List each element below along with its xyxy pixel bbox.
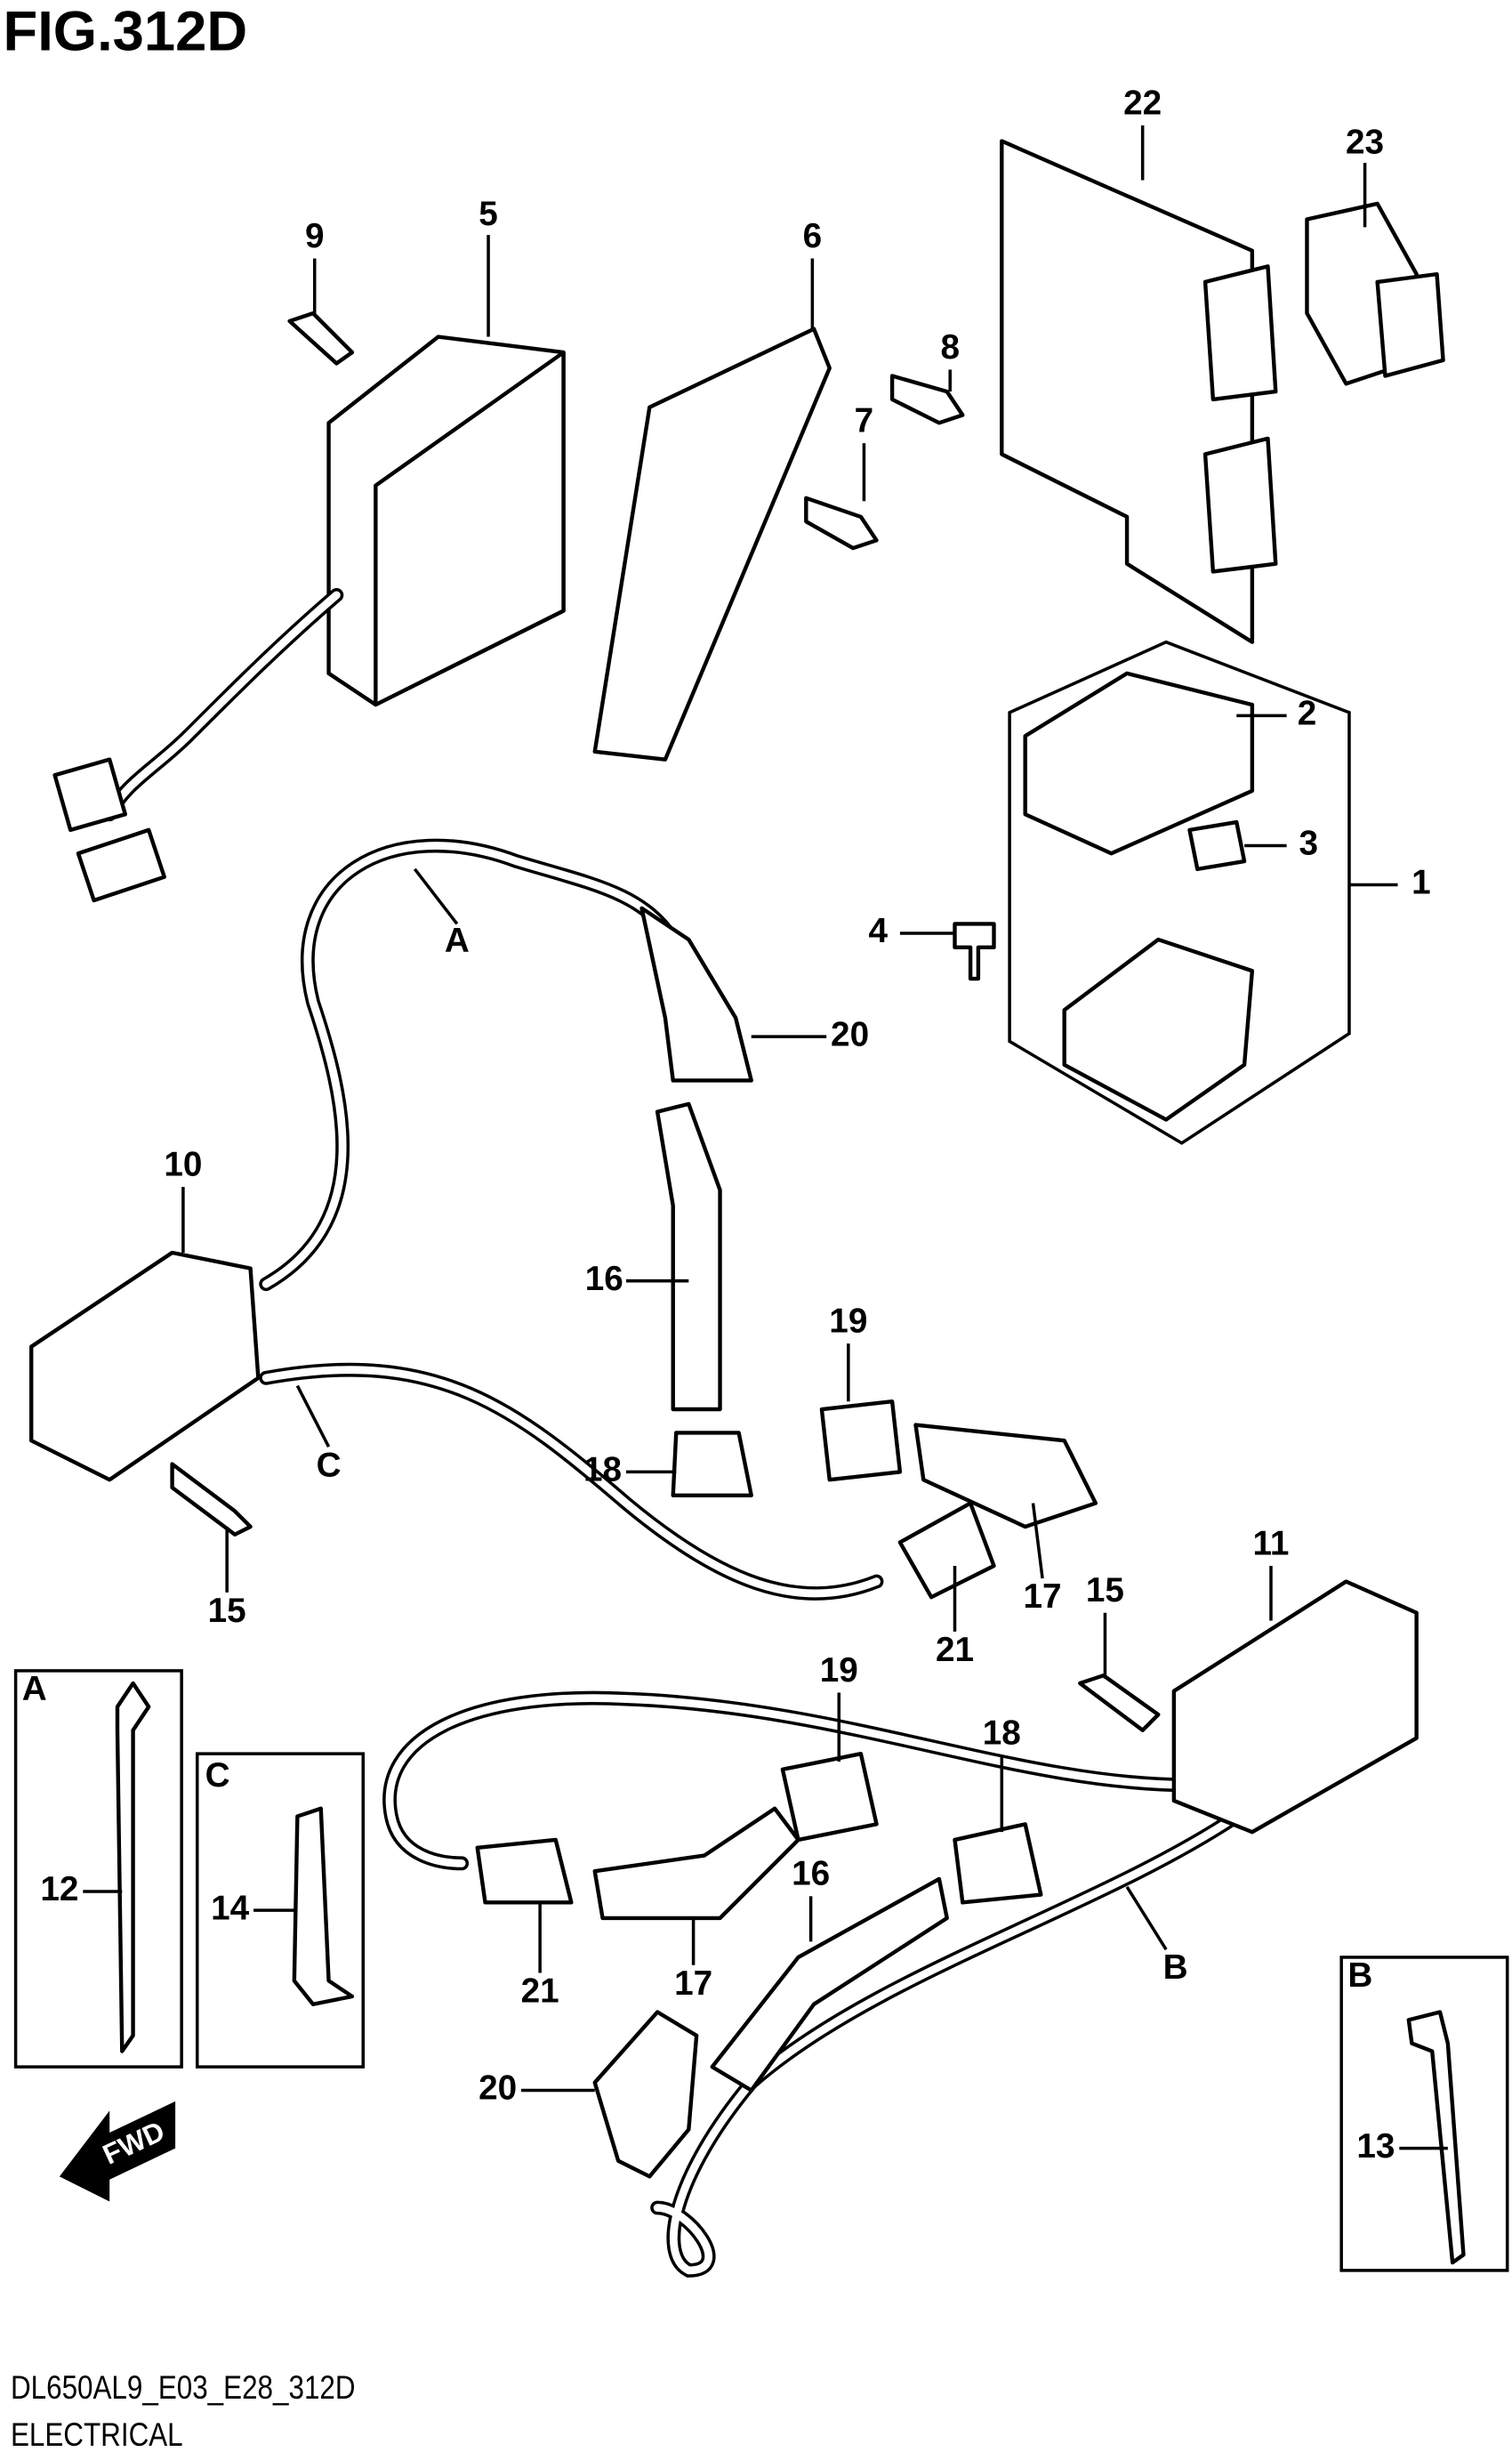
callout-14: 14 [211, 1889, 250, 1927]
part-21-grommet-lower [475, 1837, 574, 1905]
part-7-bolt [804, 496, 879, 551]
part-20-cap-upper [639, 906, 753, 1083]
part-17-boot-upper [913, 1423, 1098, 1529]
part-3-fuse [1187, 819, 1247, 872]
svg-text:A: A [22, 1670, 47, 1708]
inset-box-c: C [195, 1752, 366, 2069]
part-19-ring-lower [780, 1751, 879, 1843]
part-11-ignition-coil [382, 1579, 1419, 2278]
callout-22: 22 [1123, 84, 1162, 122]
callout-17: 17 [1024, 1577, 1062, 1616]
callout-11: 11 [1253, 1524, 1290, 1562]
callout-2: 2 [1298, 695, 1317, 733]
part-2-cover [1023, 671, 1255, 856]
callout-b: B [1163, 1948, 1188, 1987]
part-1-relay-assembly [1008, 640, 1351, 1145]
callout-18: 18 [583, 1451, 622, 1489]
callout-3: 3 [1299, 825, 1318, 863]
part-23-connector [1305, 201, 1445, 386]
callout-9: 9 [305, 217, 325, 255]
callout-1: 1 [1411, 864, 1431, 902]
callout-21-lower: 21 [521, 1972, 559, 2011]
callout-21: 21 [936, 1631, 974, 1669]
callout-15: 15 [208, 1592, 246, 1630]
part-10-ignition-coil [28, 838, 884, 1601]
callout-19: 19 [829, 1302, 867, 1340]
part-5-regulator [52, 335, 566, 903]
callout-16: 16 [585, 1260, 623, 1298]
callout-6: 6 [803, 217, 823, 255]
part-22-ecm [1000, 139, 1278, 644]
footer-code: DL650AL9_E03_E28_312D [11, 2370, 356, 2407]
fwd-direction-arrow: FWD [59, 2101, 176, 2202]
callout-4: 4 [869, 912, 889, 950]
leader-lines [83, 125, 1448, 2150]
callout-17-lower: 17 [674, 1964, 712, 2003]
callout-19-lower: 19 [820, 1651, 858, 1690]
callout-12: 12 [40, 1870, 78, 1908]
callout-15-lower: 15 [1086, 1571, 1124, 1609]
callout-10: 10 [164, 1145, 202, 1183]
callout-20: 20 [831, 1015, 869, 1053]
figure-title: FIG.312D [4, 0, 248, 62]
callout-c: C [317, 1446, 342, 1484]
callout-13: 13 [1356, 2127, 1395, 2166]
part-19-ring-upper [819, 1399, 903, 1482]
part-18-seal-upper [671, 1431, 753, 1497]
part-8-bolt [889, 374, 965, 425]
callout-23: 23 [1346, 123, 1384, 161]
inset-box-a: A [13, 1669, 183, 2069]
callout-a: A [445, 922, 470, 960]
callout-20-lower: 20 [479, 2069, 517, 2108]
part-17-boot-lower [592, 1806, 800, 1921]
relay-body [1062, 937, 1255, 1122]
part-21-grommet-upper [897, 1501, 996, 1600]
svg-text:B: B [1347, 1956, 1372, 1995]
inset-box-b: B [1339, 1956, 1509, 2272]
footer-section: ELECTRICAL [11, 2417, 183, 2454]
svg-text:C: C [205, 1756, 230, 1795]
part-16-tube-upper [655, 1101, 722, 1412]
part-16-tube-lower [710, 1876, 949, 2093]
callout-8: 8 [940, 328, 960, 367]
callout-18-lower: 18 [983, 1714, 1021, 1752]
part-20-cap-lower [592, 2010, 699, 2179]
callout-5: 5 [479, 195, 498, 233]
part-18-seal-lower [953, 1822, 1043, 1905]
part-4-screw [953, 922, 996, 981]
callout-7: 7 [855, 402, 874, 440]
part-9-bolt [287, 311, 355, 366]
callout-16-lower: 16 [792, 1855, 830, 1893]
part-6-bracket [592, 327, 832, 762]
